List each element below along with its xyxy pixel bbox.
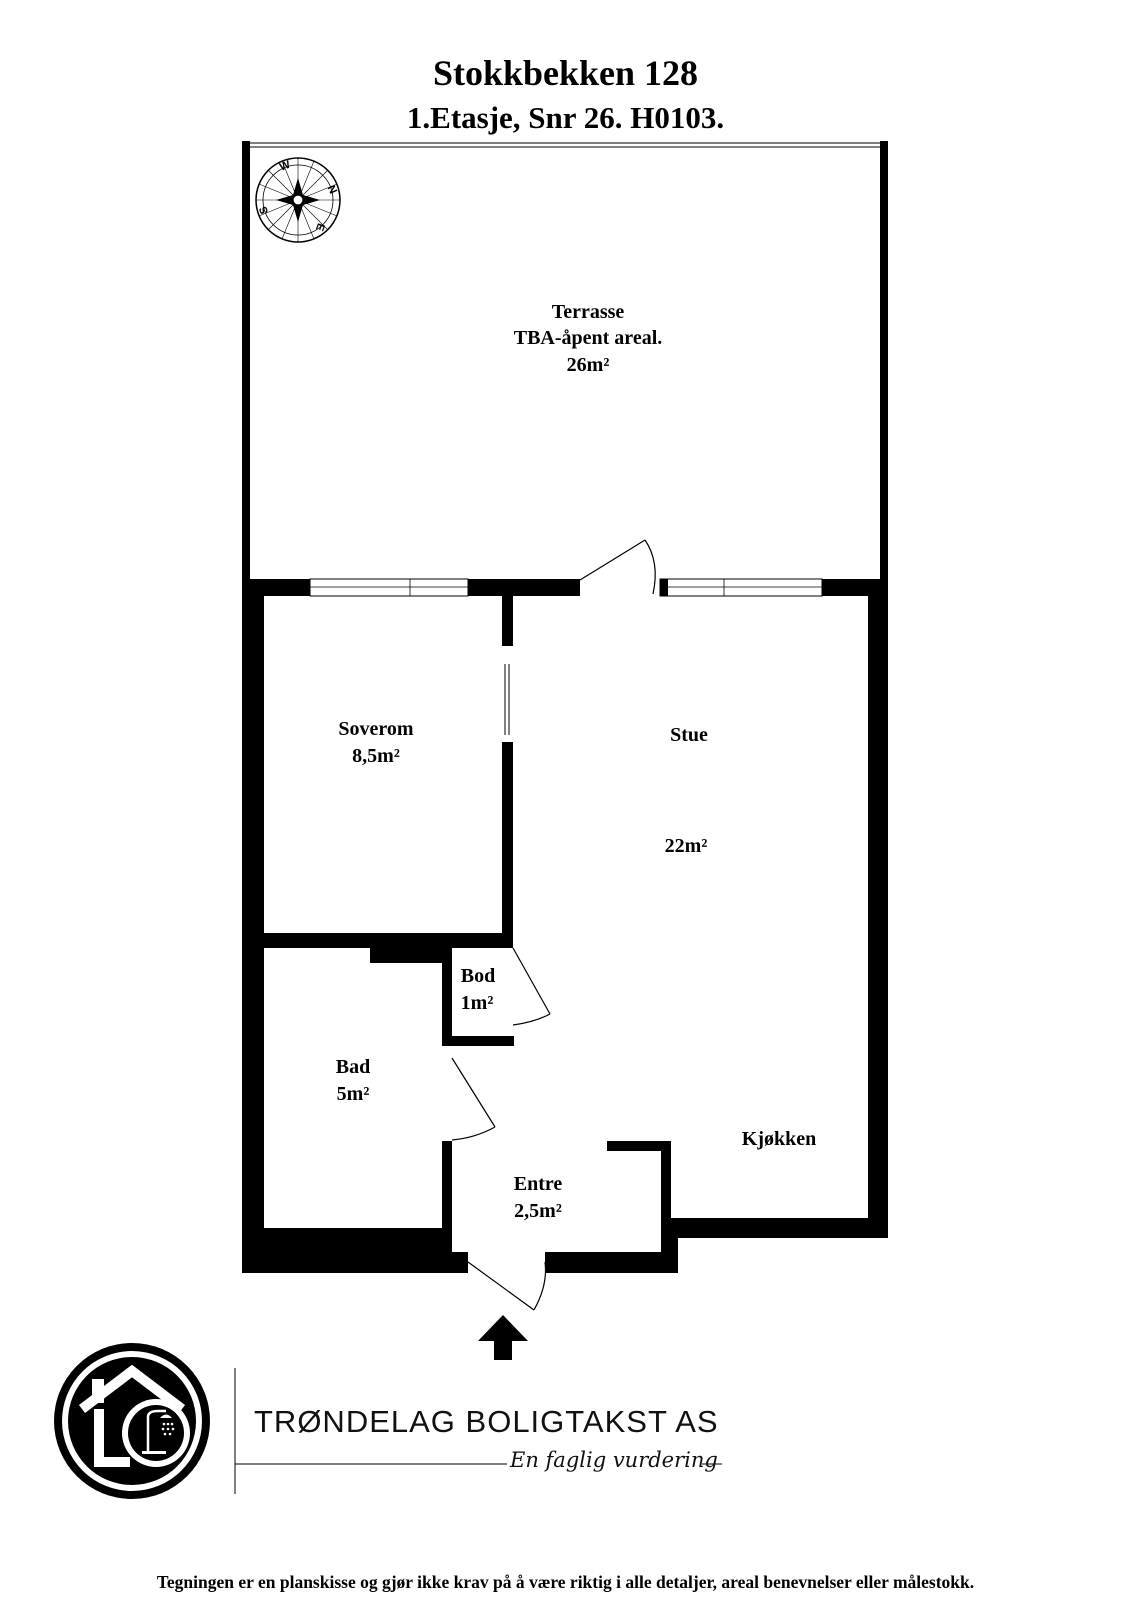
entre-area: 2,5m² — [514, 1200, 562, 1222]
soverom-area: 8,5m² — [352, 745, 400, 767]
bad-area: 5m² — [337, 1083, 370, 1105]
stue-area: 22m² — [665, 835, 708, 857]
sliding-door-soverom — [504, 664, 510, 735]
compass-icon: W N E S — [255, 157, 341, 243]
company-name: TRØNDELAG BOLIGTAKST AS — [254, 1404, 719, 1439]
kjokken-name: Kjøkken — [742, 1128, 816, 1150]
bod-name: Bod — [461, 965, 495, 987]
compass-e: E — [313, 222, 327, 233]
entre-name: Entre — [514, 1173, 563, 1195]
compass-s: S — [257, 205, 271, 216]
logo-house-icon — [78, 1364, 186, 1467]
door-bad — [451, 1057, 496, 1141]
door-entre — [467, 1261, 547, 1311]
stue-name: Stue — [670, 724, 708, 746]
walls — [242, 579, 888, 1273]
compass-n: N — [325, 184, 339, 196]
company-tagline: En faglig vurdering — [510, 1448, 718, 1472]
soverom-name: Soverom — [338, 718, 414, 740]
compass-w: W — [278, 159, 292, 174]
plan-subtitle: 1.Etasje, Snr 26. H0103. — [406, 100, 725, 135]
bad-name: Bad — [336, 1056, 370, 1078]
company-logo — [54, 1343, 210, 1499]
logo-shower-icon — [122, 1399, 190, 1467]
disclaimer-text: Tegningen er en planskisse og gjør ikke … — [156, 1572, 975, 1592]
window-soverom — [309, 578, 469, 597]
door-terrace — [579, 539, 656, 595]
entrance-arrow-icon — [478, 1315, 528, 1360]
terrace-name: Terrasse — [552, 301, 625, 323]
terrace-note: TBA-åpent areal. — [514, 327, 663, 349]
terrace-outline — [242, 141, 888, 579]
window-stue — [659, 578, 823, 597]
door-bod — [512, 947, 551, 1026]
terrace-area: 26m² — [567, 354, 610, 376]
plan-title: Stokkbekken 128 — [432, 53, 699, 93]
bod-area: 1m² — [461, 992, 494, 1014]
